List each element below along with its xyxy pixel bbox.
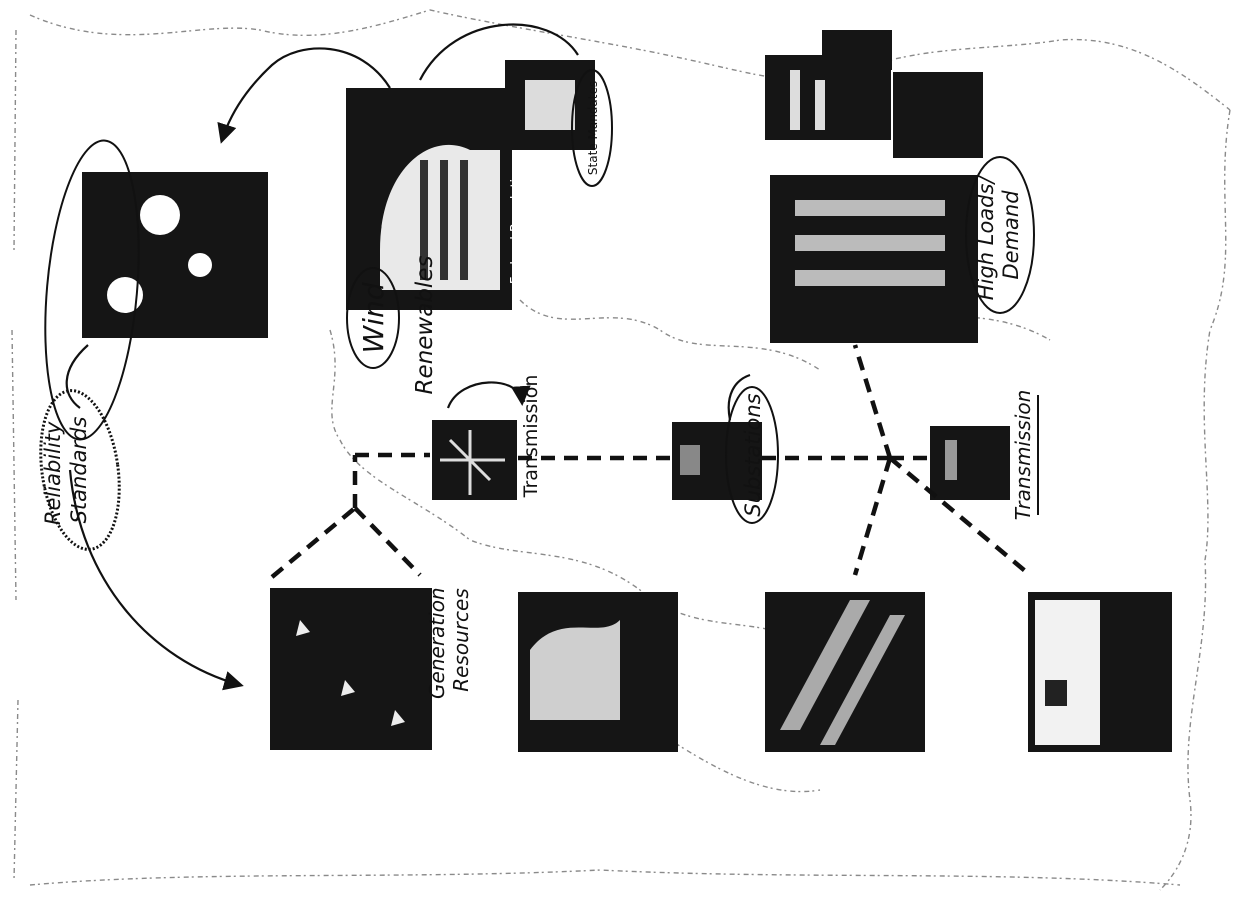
grid-connections: [272, 345, 1030, 577]
wind-label: Wind: [357, 282, 390, 353]
generation-resources-label: Generation Resources: [425, 581, 473, 699]
map-outline: [12, 10, 1230, 890]
state-mandates-label: State Mandates: [586, 81, 600, 175]
people-photo: [82, 172, 268, 338]
transmission-line-photo: [930, 426, 1010, 500]
transmission-tower-photo: [432, 420, 517, 500]
high-loads-demand-label: High Loads/ Demand: [974, 170, 1023, 300]
wind-farm-photo: [270, 588, 432, 750]
cityscape-photo: [765, 30, 983, 158]
data-center-photo: [770, 175, 978, 343]
renewables-label: Renewables: [412, 256, 438, 395]
generator-photo: [1028, 592, 1172, 752]
power-plant-photo: [518, 592, 678, 752]
solar-panels-photo: [765, 592, 925, 752]
substations-label: Substations: [741, 393, 765, 516]
state-building-photo: [505, 60, 595, 150]
transmission-right-label: Transmission: [1011, 390, 1035, 521]
federal-regulations-label: Federal Regulations: [509, 156, 524, 284]
transmission-top-label: Transmission: [520, 375, 542, 499]
